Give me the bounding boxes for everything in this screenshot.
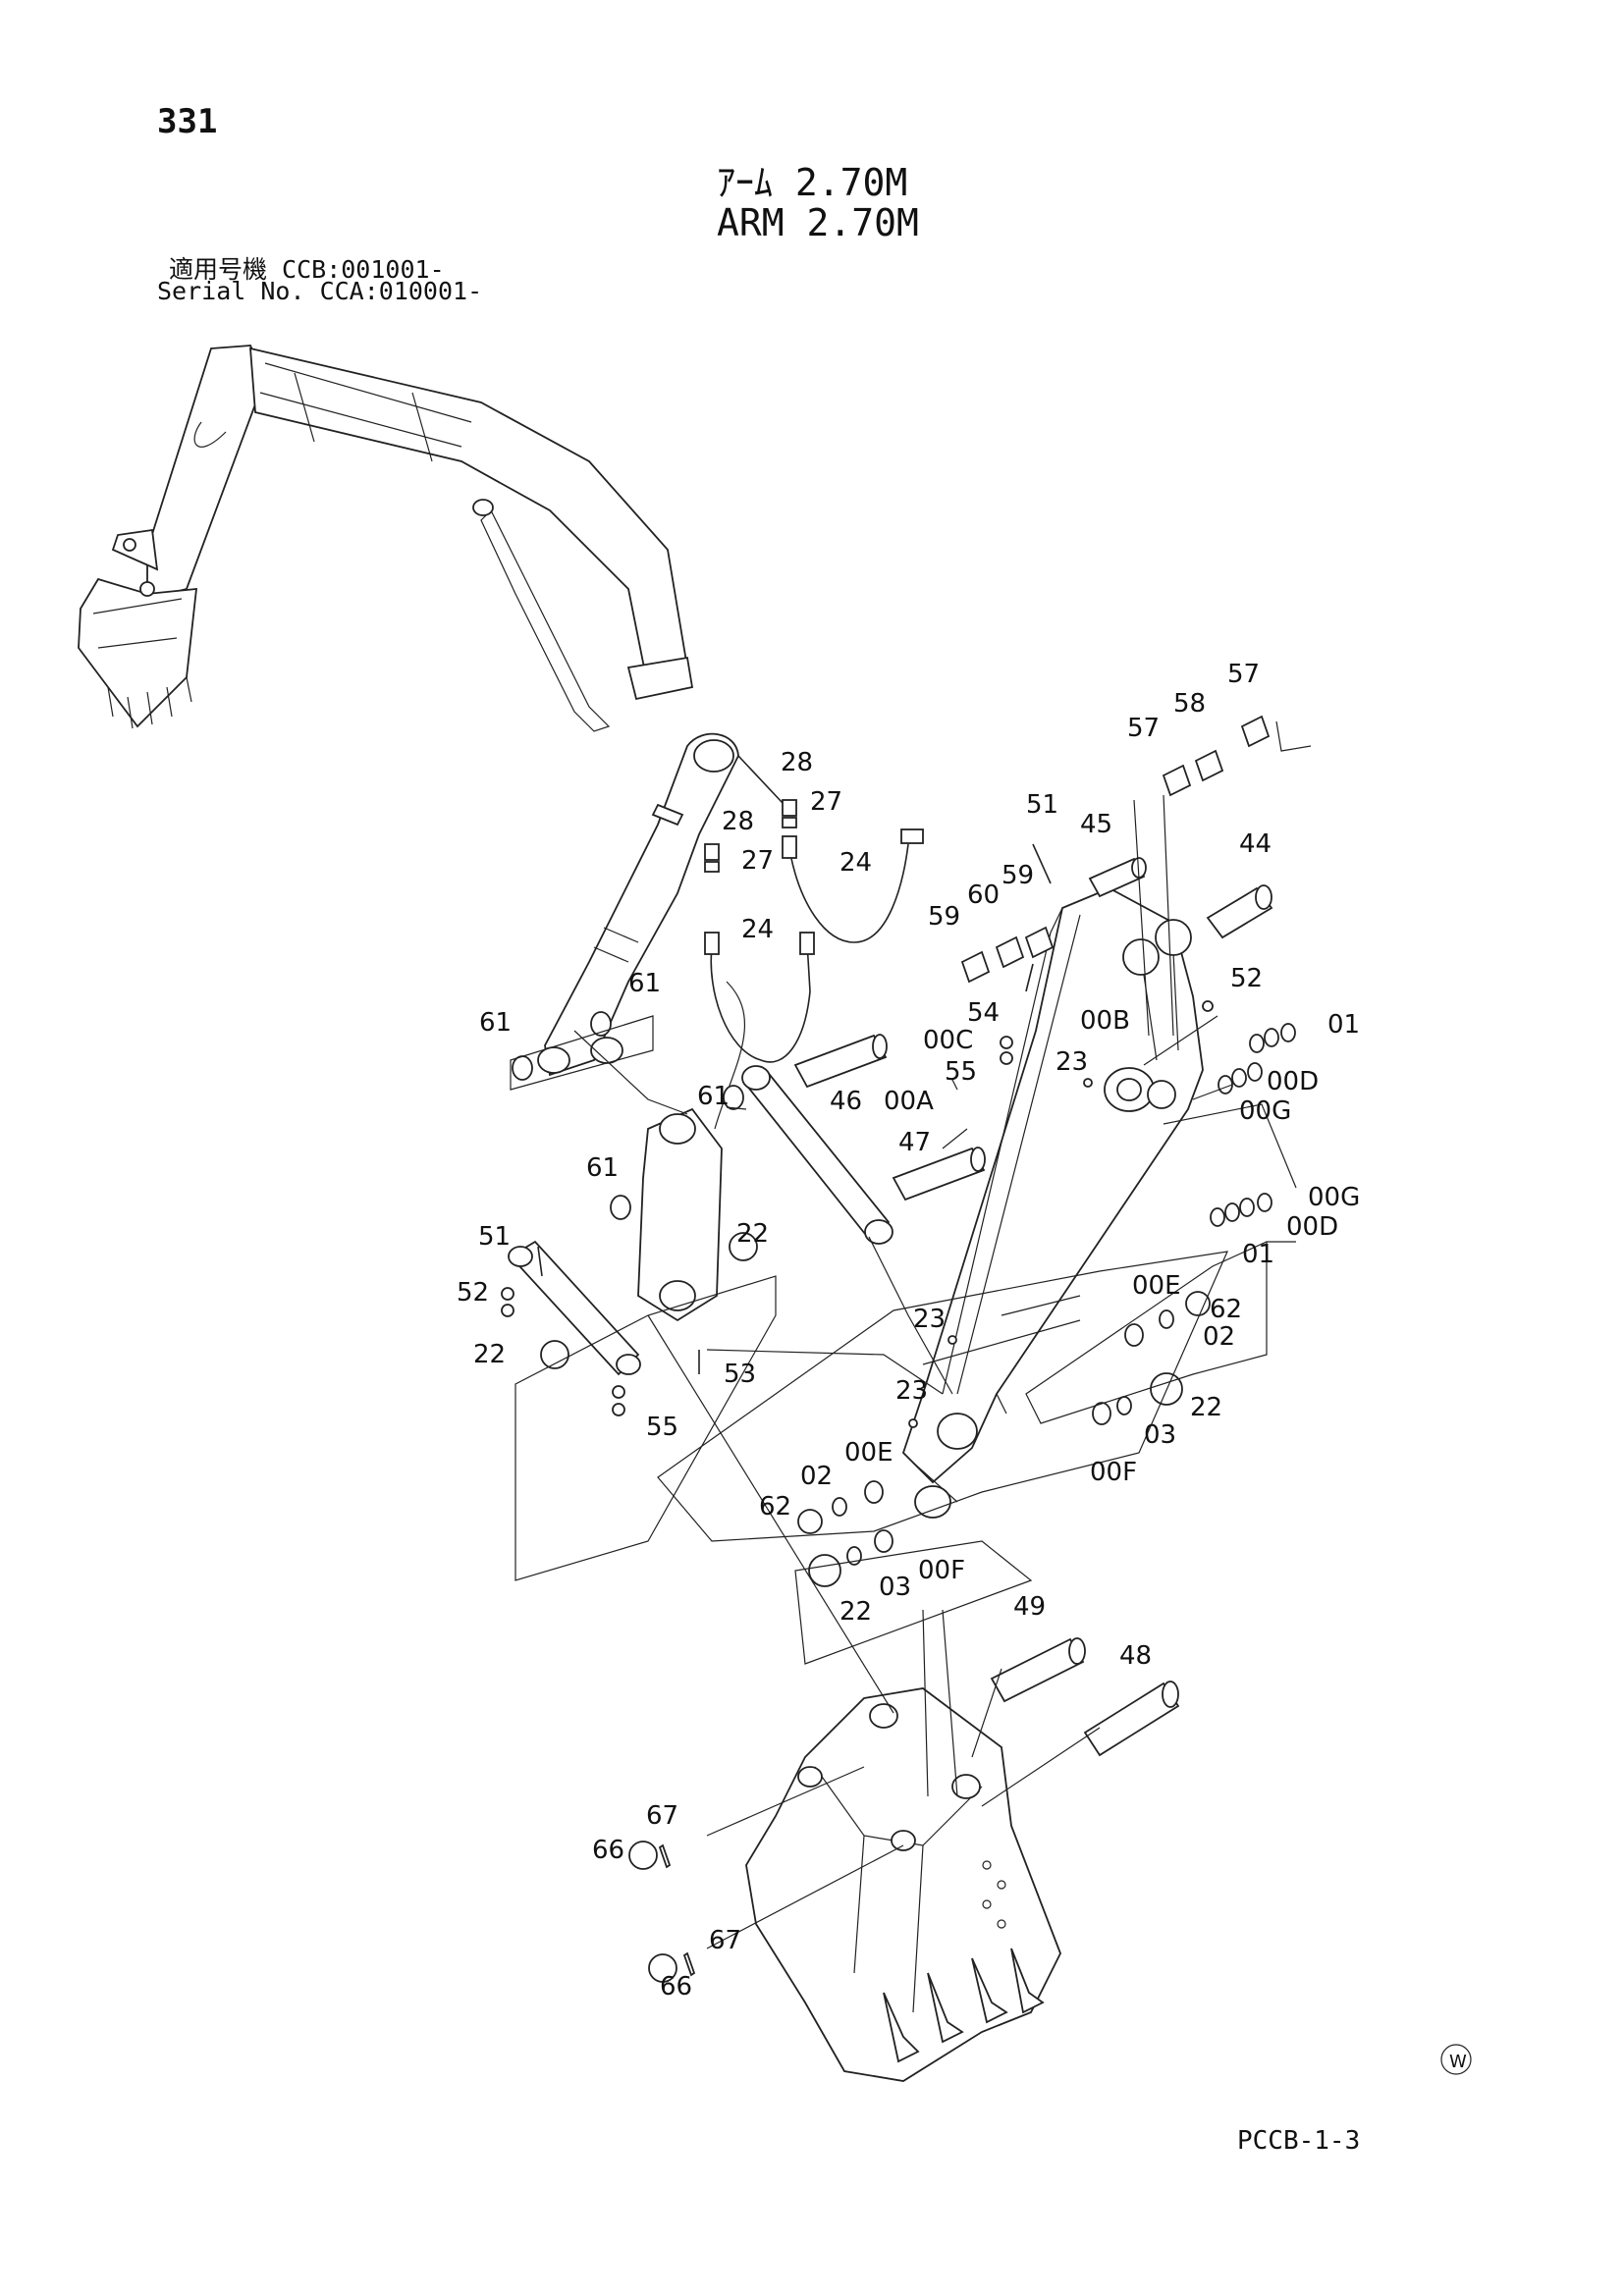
link-arm-side [508,1240,641,1376]
callout-55: 55 [945,1057,977,1087]
callout-02: 02 [800,1462,833,1491]
pin-47 [892,1147,986,1201]
callout-03: 03 [879,1573,911,1602]
callout-23: 23 [913,1305,946,1334]
callout-00B: 00B [1080,1006,1130,1036]
callout-28: 28 [722,807,754,836]
callout-24: 24 [839,848,872,878]
callout-51: 51 [478,1222,511,1252]
callout-57: 57 [1127,714,1160,743]
callout-59: 59 [1001,861,1034,890]
page-title-japanese: ｱｰﾑ 2.70M [717,161,908,204]
callout-59: 59 [928,902,960,932]
arm-structure-00A [901,887,1204,1519]
bolts-and-nuts [501,843,1214,1977]
hose-fittings-27-28 [704,755,797,873]
page-title: ARM 2.70M [717,201,919,244]
callout-61: 61 [586,1153,619,1183]
callout-49: 49 [1013,1592,1046,1622]
pin-44 [1206,884,1273,939]
callout-58: 58 [1173,689,1206,719]
link-bucket-side [637,1107,723,1322]
callout-01: 01 [1242,1240,1274,1269]
callout-00G: 00G [1239,1096,1291,1126]
hydraulic-hose-24-upper [782,828,924,943]
callout-57: 57 [1227,660,1260,689]
callout-23: 23 [895,1376,928,1406]
part-callouts: 00A 00B 00C 00D 00D 00E 00E 00F 00F 00G … [457,660,1360,2002]
callout-22: 22 [736,1219,769,1249]
circled-w-mark: W [1440,2044,1472,2075]
callout-67: 67 [646,1801,678,1831]
callout-48: 48 [1119,1641,1152,1671]
callout-00D: 00D [1267,1067,1319,1096]
callout-51: 51 [1026,790,1058,820]
leader-lines [510,721,1312,1949]
callout-28: 28 [781,748,813,777]
callout-22: 22 [1190,1393,1222,1422]
document-code: PCCB-1-3 [1237,2126,1361,2156]
excavator-overview-illustration [78,345,694,732]
callout-62: 62 [1210,1295,1242,1324]
callout-54: 54 [967,998,1000,1028]
serial-applicability: Serial No. CCA:010001- [157,277,483,305]
ring-seals [512,1011,1296,1983]
callout-22: 22 [839,1597,872,1627]
callout-00C: 00C [923,1026,973,1055]
callout-60: 60 [967,881,1000,910]
callout-00D: 00D [1286,1212,1338,1242]
callout-27: 27 [741,846,774,876]
callout-52: 52 [1230,964,1263,993]
callout-45: 45 [1080,810,1112,839]
link-rod-guide [741,1065,893,1245]
callout-53: 53 [724,1360,756,1389]
serial-applicability-japanese: 適用号機 CCB:001001- [169,255,445,284]
callout-47: 47 [898,1128,931,1157]
callout-61: 61 [697,1082,730,1111]
callout-61: 61 [628,969,661,998]
callout-00G: 00G [1308,1183,1360,1212]
pin-49 [990,1637,1086,1703]
callout-52: 52 [457,1278,489,1308]
callout-00E: 00E [1132,1271,1181,1301]
callout-02: 02 [1203,1322,1235,1352]
callout-27: 27 [810,787,842,817]
hydraulic-hose-24-lower [704,932,815,1063]
callout-46: 46 [830,1087,862,1116]
pin-46 [793,1034,888,1089]
callout-01: 01 [1327,1010,1360,1040]
callout-67: 67 [709,1926,741,1955]
mark-symbol: W [1449,2052,1467,2072]
callout-00E: 00E [844,1438,893,1468]
bucket-assembly [745,1687,1061,2082]
callout-61: 61 [479,1008,512,1038]
callout-62: 62 [759,1492,791,1522]
callout-44: 44 [1239,829,1272,859]
pin-45 [1088,857,1147,898]
shims-57-58 [1162,715,1271,797]
page-number: 331 [157,102,218,141]
callout-03: 03 [1144,1420,1176,1450]
callout-23: 23 [1056,1047,1088,1077]
callout-55: 55 [646,1413,678,1442]
callout-00A: 00A [884,1087,934,1116]
pin-48 [1083,1681,1180,1757]
callout-24: 24 [741,915,774,944]
callout-66: 66 [592,1836,624,1865]
callout-00F: 00F [1090,1458,1137,1487]
arm-cylinder-assembly [537,732,745,1130]
shims-59-60 [960,926,1055,984]
callout-00F: 00F [918,1556,965,1585]
callout-66: 66 [660,1972,692,2002]
callout-22: 22 [473,1340,506,1369]
